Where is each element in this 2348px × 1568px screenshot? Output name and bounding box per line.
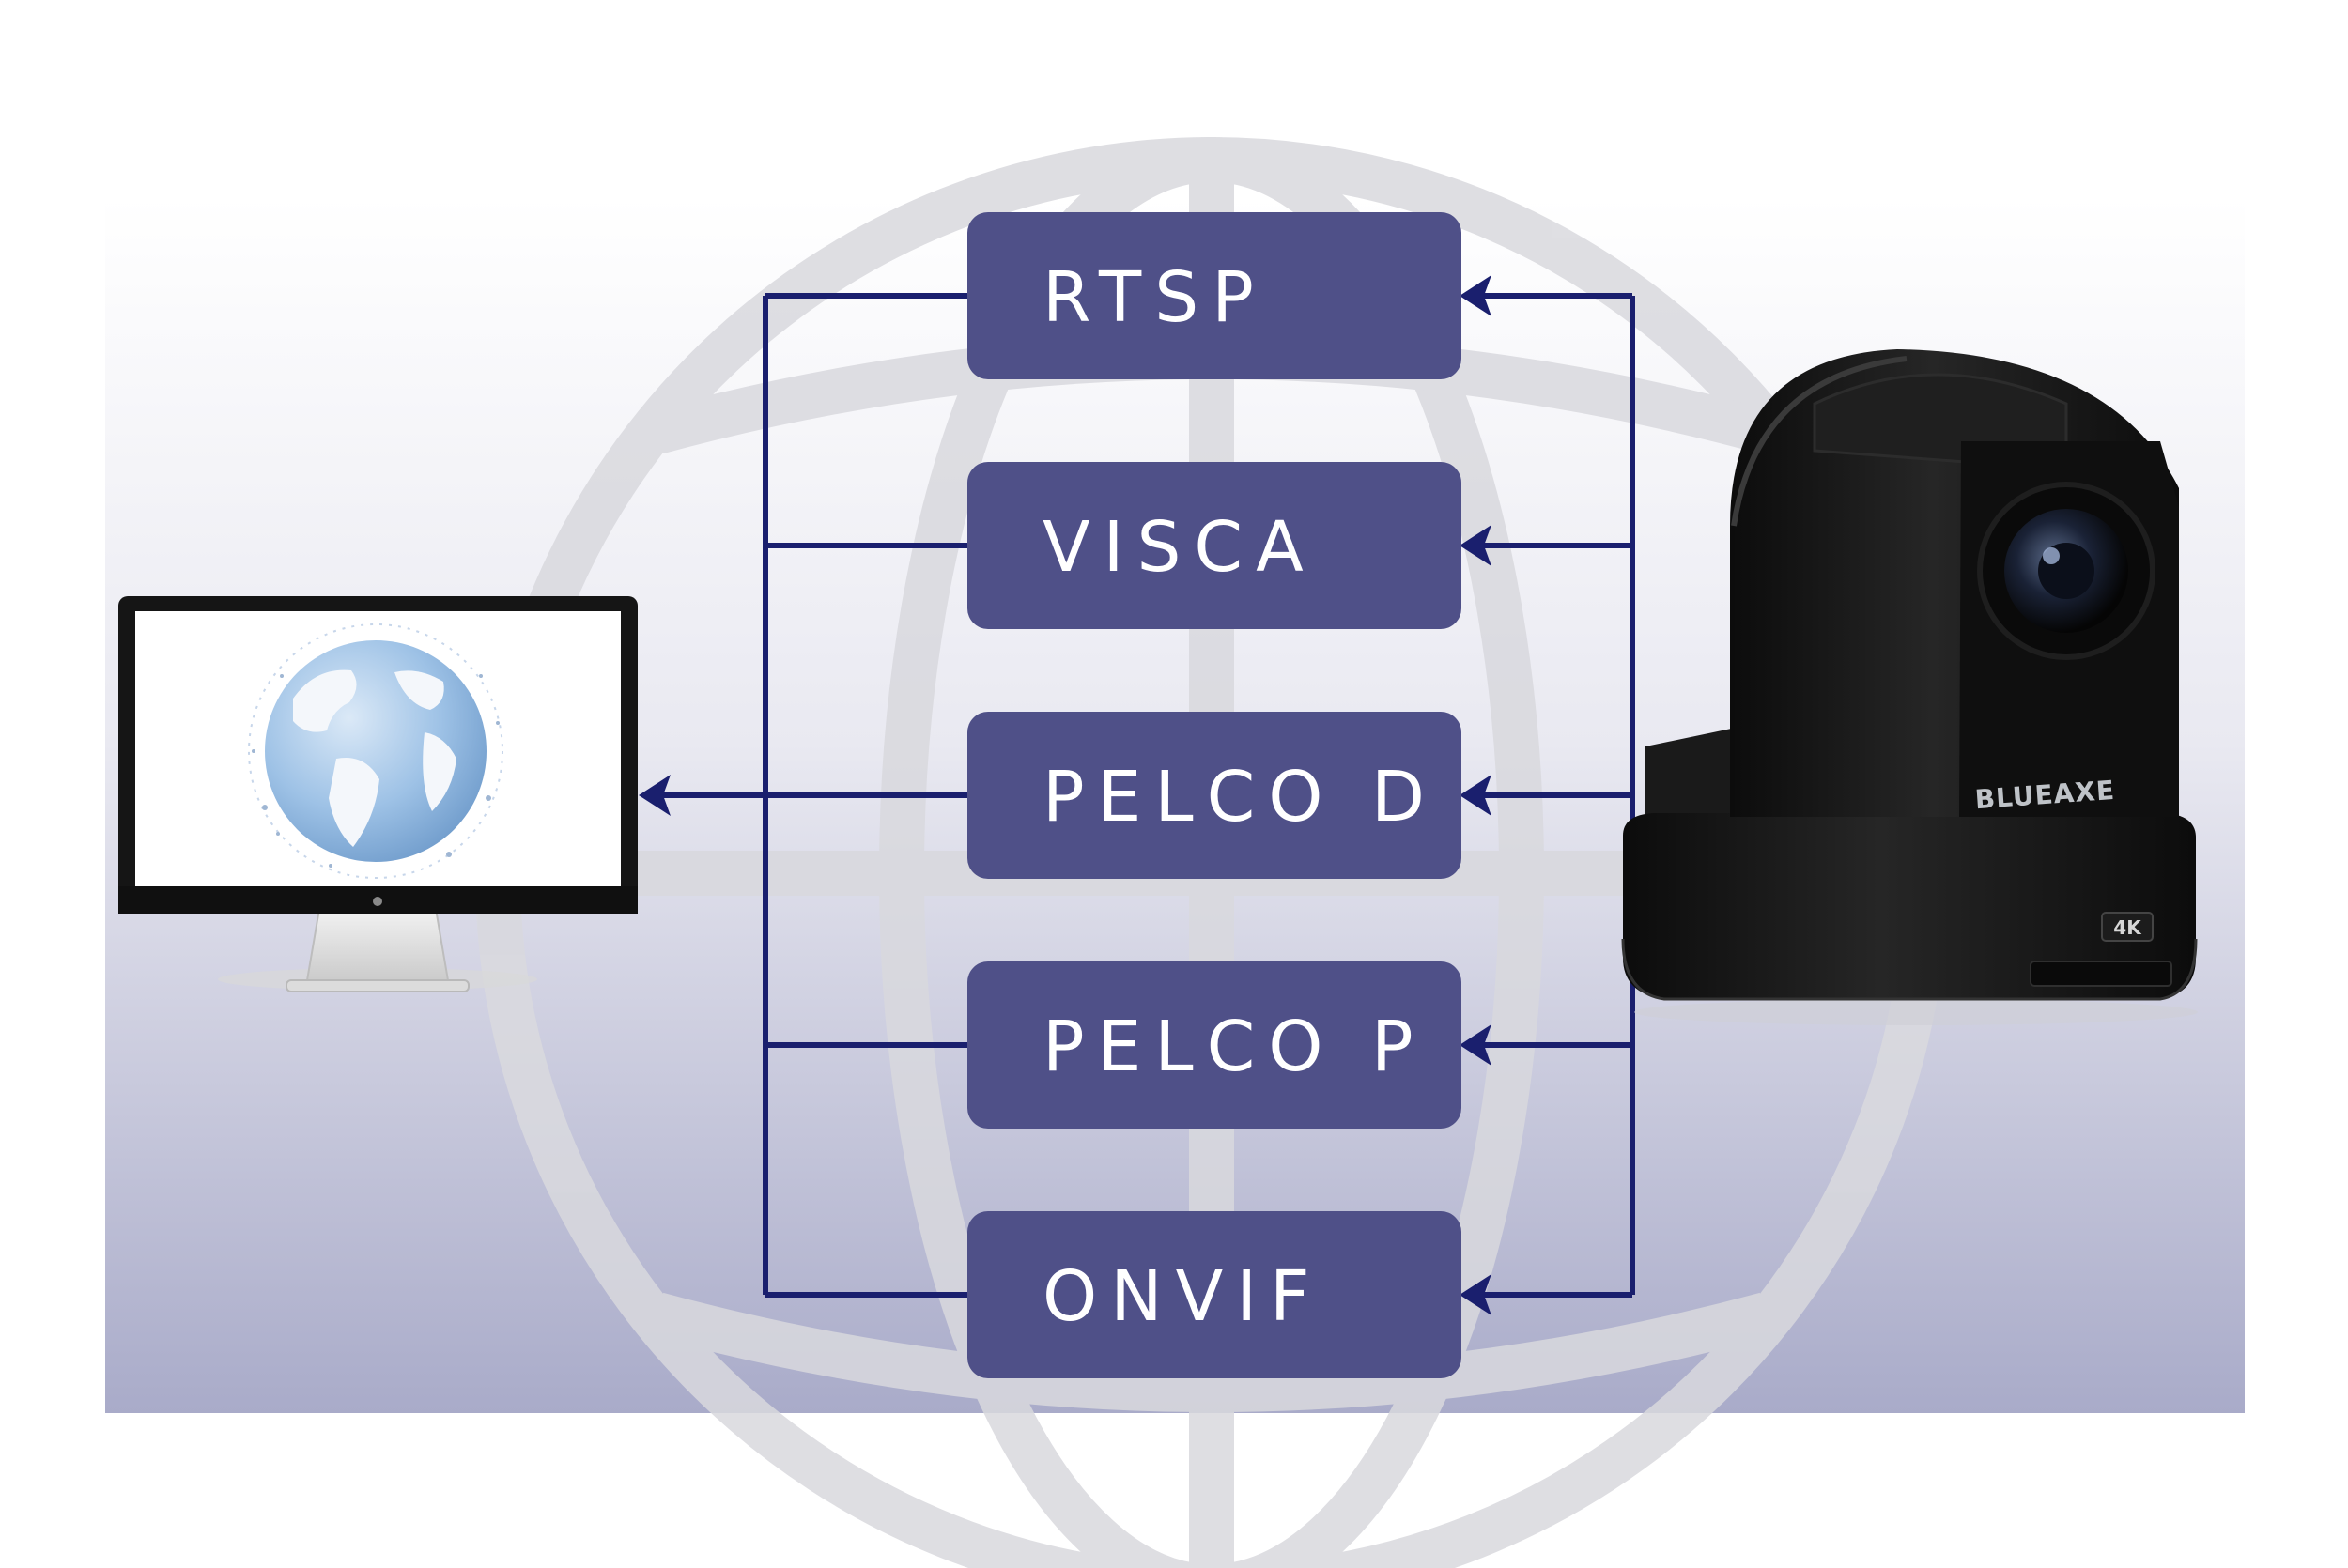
protocol-label-pelco-d: PELCO D [1043,757,1438,838]
arrow-into-visca [1460,525,1491,566]
protocol-box-pelco-d: PELCO D [967,712,1461,879]
protocol-list: RTSP VISCA PELCO D PELCO P ONVIF [967,212,1461,1378]
protocol-box-onvif: ONVIF [967,1211,1461,1378]
protocol-box-pelco-p: PELCO P [967,961,1461,1129]
protocol-label-visca: VISCA [1043,507,1317,588]
protocol-label-pelco-p: PELCO P [1043,1007,1427,1087]
connector-lines [657,293,1635,1298]
protocol-box-rtsp: RTSP [967,212,1461,379]
arrow-into-onvif [1460,1274,1491,1315]
protocol-box-background [967,1211,1461,1378]
arrow-into-pelco-d [1460,775,1491,816]
protocol-box-background [967,462,1461,629]
arrow-into-rtsp [1460,275,1491,316]
earth-globe-icon [248,623,503,879]
protocol-box-background [967,961,1461,1129]
protocol-label-rtsp: RTSP [1043,257,1267,338]
arrowheads [639,275,1491,1315]
protocol-label-onvif: ONVIF [1043,1256,1323,1337]
protocol-box-background [967,712,1461,879]
arrow-to-monitor [639,775,671,816]
arrow-into-pelco-p [1460,1024,1491,1066]
protocol-box-visca: VISCA [967,462,1461,629]
ptz-camera-icon: 4K BLUEAXE [1621,349,2198,1025]
resolution-badge: 4K [2113,916,2142,939]
monitor-icon [118,596,638,992]
protocol-box-background [967,212,1461,379]
